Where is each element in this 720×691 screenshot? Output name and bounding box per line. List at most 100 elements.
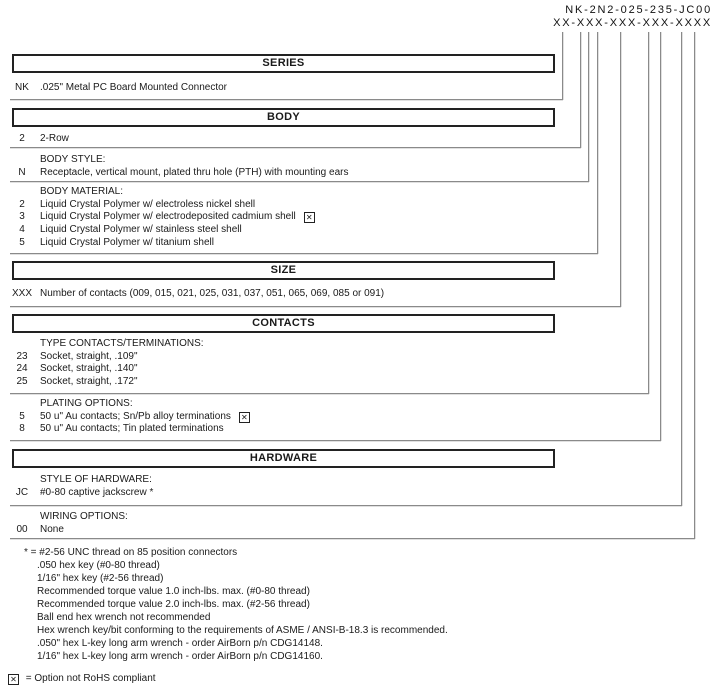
not-rohs-icon: ✕ [303, 212, 315, 224]
footnote-line: Ball end hex wrench not recommended [37, 612, 211, 623]
option-row: 2 2-Row [0, 133, 720, 146]
option-row: XXX Number of contacts (009, 015, 021, 0… [0, 288, 720, 301]
option-code: N [18, 166, 26, 178]
pointer-line-hardware [681, 32, 682, 506]
option-code: XXX [11, 288, 32, 299]
subsection-label: BODY STYLE: [40, 154, 106, 165]
option-code: 8 [19, 423, 25, 435]
body-style-options: BODY STYLE: N Receptacle, vertical mount… [0, 154, 720, 179]
option-row: N Receptacle, vertical mount, plated thr… [0, 167, 720, 180]
subsection-label: TYPE CONTACTS/TERMINATIONS: [40, 338, 204, 349]
pointer-line-plating [660, 32, 661, 441]
pointer-rule-body-row [10, 147, 581, 148]
pointer-rule-body-style [10, 181, 589, 182]
footnote-line: Hex wrench key/bit conforming to the req… [37, 625, 448, 636]
pointer-line-series [562, 32, 563, 100]
option-code: 25 [16, 376, 28, 388]
body-material-options: BODY MATERIAL: 2 Liquid Crystal Polymer … [0, 186, 720, 249]
pointer-rule-wiring [10, 538, 695, 539]
option-code: 00 [16, 523, 28, 535]
section-title-hardware: HARDWARE [249, 452, 318, 464]
option-desc: #0-80 captive jackscrew * [40, 486, 154, 498]
subsection-label: WIRING OPTIONS: [40, 511, 128, 522]
option-row: 5 50 u" Au contacts; Sn/Pb alloy termina… [0, 411, 720, 424]
pointer-line-body-row [580, 32, 581, 148]
section-header-size: SIZE [12, 261, 555, 280]
body-options: 2 2-Row [0, 133, 720, 146]
option-desc: Liquid Crystal Polymer w/ electrodeposit… [40, 211, 315, 224]
size-options: XXX Number of contacts (009, 015, 021, 0… [0, 288, 720, 301]
series-options: NK .025" Metal PC Board Mounted Connecto… [0, 82, 720, 95]
hardware-style-options: STYLE OF HARDWARE: JC #0-80 captive jack… [0, 474, 720, 499]
option-code: 5 [19, 236, 25, 248]
subsection-label: STYLE OF HARDWARE: [40, 474, 152, 485]
pointer-line-body-style [588, 32, 589, 182]
contact-type-options: TYPE CONTACTS/TERMINATIONS: 23 Socket, s… [0, 338, 720, 389]
option-desc: Socket, straight, .109" [40, 350, 138, 362]
pointer-line-body-material [597, 32, 598, 254]
option-code: 4 [19, 224, 25, 236]
footnote-line: 1/16" hex key (#2-56 thread) [37, 573, 164, 584]
option-code: NK [15, 82, 29, 93]
footnote-line: Recommended torque value 1.0 inch-lbs. m… [37, 586, 310, 597]
option-desc: 50 u" Au contacts; Sn/Pb alloy terminati… [40, 411, 250, 424]
pointer-line-size [620, 32, 621, 307]
option-code: 24 [16, 363, 28, 375]
footnote-line: Recommended torque value 2.0 inch-lbs. m… [37, 599, 310, 610]
option-desc: Liquid Crystal Polymer w/ stainless stee… [40, 224, 242, 236]
option-row: 8 50 u" Au contacts; Tin plated terminat… [0, 423, 720, 436]
option-desc: Liquid Crystal Polymer w/ electroless ni… [40, 198, 256, 210]
wiring-options: WIRING OPTIONS: 00 None [0, 511, 720, 536]
footnotes: * = #2-56 UNC thread on 85 position conn… [0, 546, 448, 663]
option-row: 23 Socket, straight, .109" [0, 351, 720, 364]
pointer-rule-hardware [10, 505, 682, 506]
option-row: 4 Liquid Crystal Polymer w/ stainless st… [0, 224, 720, 237]
option-row: 00 None [0, 524, 720, 537]
option-code: 2 [19, 133, 25, 144]
subsection-label: BODY MATERIAL: [40, 186, 123, 197]
option-code: 23 [16, 350, 28, 362]
option-desc: Socket, straight, .172" [40, 376, 138, 388]
option-desc: Number of contacts (009, 015, 021, 025, … [40, 288, 385, 299]
rohs-legend-text: = Option not RoHS compliant [25, 673, 156, 684]
section-header-hardware: HARDWARE [12, 449, 555, 468]
section-title-body: BODY [267, 111, 300, 123]
option-desc: None [40, 523, 64, 535]
option-desc: 50 u" Au contacts; Tin plated terminatio… [40, 423, 224, 435]
pointer-rule-size [10, 306, 621, 307]
not-rohs-icon: ✕ [8, 674, 19, 685]
option-row: 5 Liquid Crystal Polymer w/ titanium she… [0, 237, 720, 250]
option-desc: 2-Row [40, 133, 69, 144]
plating-options: PLATING OPTIONS: 5 50 u" Au contacts; Sn… [0, 398, 720, 436]
footnote-line: .050" hex L-key long arm wrench - order … [37, 638, 323, 649]
section-title-size: SIZE [270, 264, 297, 276]
footnote-line: .050 hex key (#0-80 thread) [37, 560, 160, 571]
option-code: JC [15, 486, 29, 498]
rohs-legend: ✕ = Option not RoHS compliant [8, 672, 156, 685]
option-desc: Receptacle, vertical mount, plated thru … [40, 166, 349, 178]
pointer-line-wiring [694, 32, 695, 539]
section-header-contacts: CONTACTS [12, 314, 555, 333]
not-rohs-icon: ✕ [238, 411, 250, 423]
part-number-mask: XX-XXX-XXX-XXX-XXXX [553, 17, 712, 29]
option-row: 2 Liquid Crystal Polymer w/ electroless … [0, 199, 720, 212]
footnote-line: 1/16" hex L-key long arm wrench - order … [37, 651, 323, 662]
option-code: 2 [19, 198, 25, 210]
option-code: 5 [19, 410, 25, 422]
pointer-rule-contact-type [10, 393, 649, 394]
option-row: 25 Socket, straight, .172" [0, 376, 720, 389]
option-desc: Liquid Crystal Polymer w/ titanium shell [40, 236, 214, 248]
option-code: 3 [19, 211, 25, 223]
pointer-line-contact-type [648, 32, 649, 394]
pointer-rule-body-material [10, 253, 598, 254]
option-row: 3 Liquid Crystal Polymer w/ electrodepos… [0, 211, 720, 224]
section-header-series: SERIES [12, 54, 555, 73]
pointer-rule-series [10, 99, 563, 100]
option-desc: .025" Metal PC Board Mounted Connector [40, 82, 227, 93]
part-number-example: NK-2N2-025-235-JC00 [565, 4, 712, 16]
pointer-rule-plating [10, 440, 661, 441]
subsection-label: PLATING OPTIONS: [40, 398, 133, 409]
footnote-line: * = #2-56 UNC thread on 85 position conn… [24, 547, 238, 558]
section-title-series: SERIES [262, 57, 305, 69]
